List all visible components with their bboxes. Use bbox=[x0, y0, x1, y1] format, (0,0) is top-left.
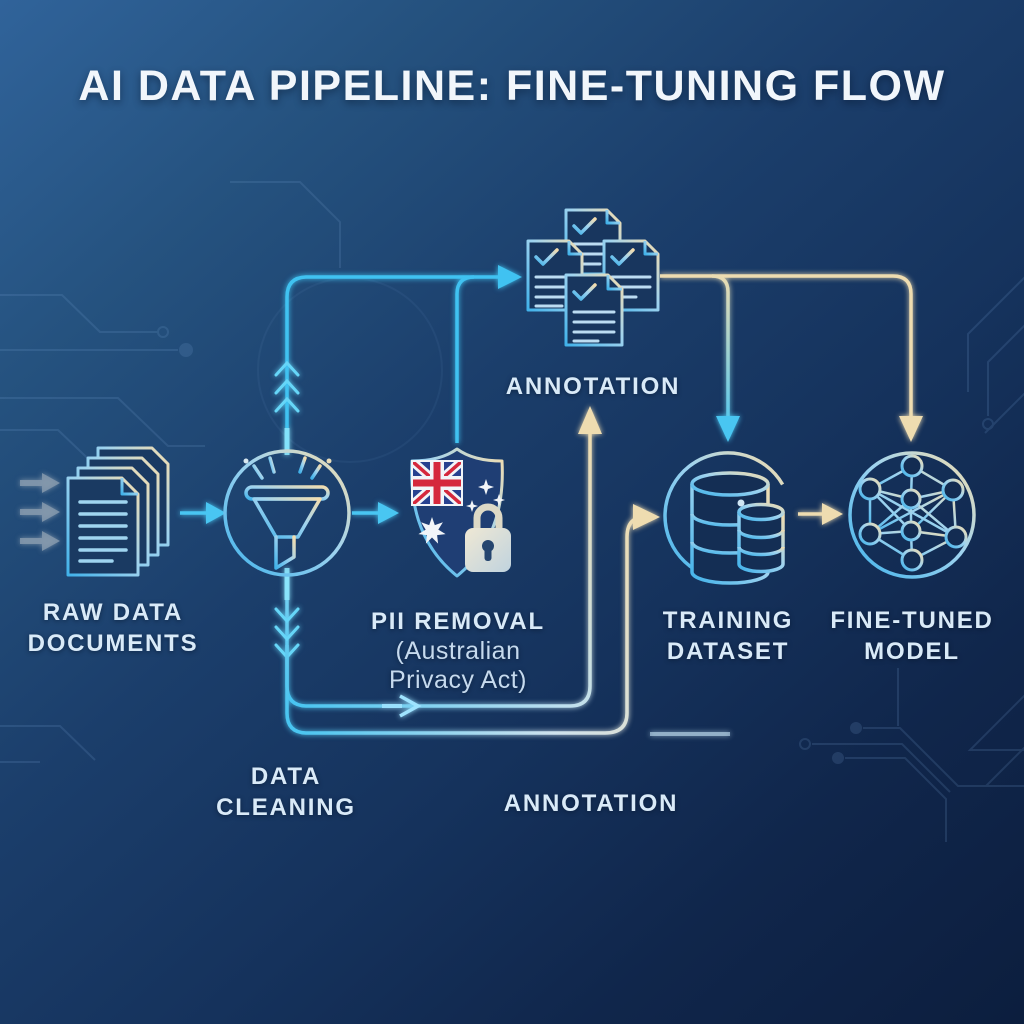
raw-data-label-line2: DOCUMENTS bbox=[27, 630, 199, 657]
annotation-label-top: ANNOTATION bbox=[506, 371, 680, 402]
pii-removal-label-sub1: (Australian bbox=[395, 637, 521, 665]
lock-icon bbox=[465, 503, 511, 572]
funnel-circle-icon bbox=[223, 449, 351, 577]
data-cleaning-label: DATA CLEANING bbox=[216, 761, 356, 823]
australian-flag-canton bbox=[412, 461, 462, 505]
pii-removal-label-sub2: Privacy Act) bbox=[389, 666, 527, 694]
annotated-documents-icon bbox=[526, 208, 660, 347]
data-cleaning-label-line2: CLEANING bbox=[216, 794, 356, 821]
database-cylinders-icon bbox=[663, 451, 785, 585]
annotation-label-top-text: ANNOTATION bbox=[505, 373, 681, 400]
training-dataset-label-line1: TRAINING bbox=[662, 607, 794, 634]
circuit-traces-background bbox=[0, 181, 1024, 842]
annotation-label-bottom: ANNOTATION bbox=[504, 788, 678, 819]
training-dataset-label: TRAINING DATASET bbox=[663, 605, 793, 667]
data-cleaning-label-line1: DATA bbox=[250, 763, 322, 790]
neural-network-icon bbox=[848, 451, 976, 579]
arrow-cleaning-to-pii bbox=[352, 502, 399, 524]
annotation-label-bottom-text: ANNOTATION bbox=[503, 790, 679, 817]
southern-cross-stars bbox=[466, 479, 505, 512]
fine-tuned-model-label: FINE-TUNED MODEL bbox=[830, 605, 993, 667]
arrow-dataset-to-model bbox=[798, 503, 843, 525]
annotated-doc-bottom bbox=[564, 273, 624, 347]
arrow-annotation-to-dataset-and-model bbox=[660, 274, 923, 442]
raw-data-label: RAW DATA DOCUMENTS bbox=[28, 597, 199, 659]
arrow-cleaning-to-dataset-bottom bbox=[285, 504, 730, 736]
arrow-rawdata-to-cleaning bbox=[180, 502, 226, 524]
arrow-pii-to-annotation bbox=[455, 275, 475, 443]
input-arrows-icon bbox=[20, 473, 60, 551]
fine-tuned-model-label-line1: FINE-TUNED bbox=[830, 607, 994, 634]
shield-australian-flag-lock-icon bbox=[410, 447, 511, 578]
fine-tuned-model-label-line2: MODEL bbox=[864, 638, 960, 665]
pii-removal-label: PII REMOVAL (Australian Privacy Act) bbox=[371, 606, 545, 695]
raw-data-label-line1: RAW DATA bbox=[42, 599, 184, 626]
training-dataset-label-line2: DATASET bbox=[666, 638, 790, 665]
commonwealth-star bbox=[418, 517, 446, 544]
page-title: AI DATA PIPELINE: FINE-TUNING FLOW bbox=[78, 62, 946, 110]
pii-removal-label-title: PII REMOVAL bbox=[370, 608, 546, 635]
document-stack-icon bbox=[66, 446, 170, 577]
flow-connectors bbox=[20, 265, 923, 736]
arrow-cleaning-to-annotation-top bbox=[274, 265, 522, 455]
